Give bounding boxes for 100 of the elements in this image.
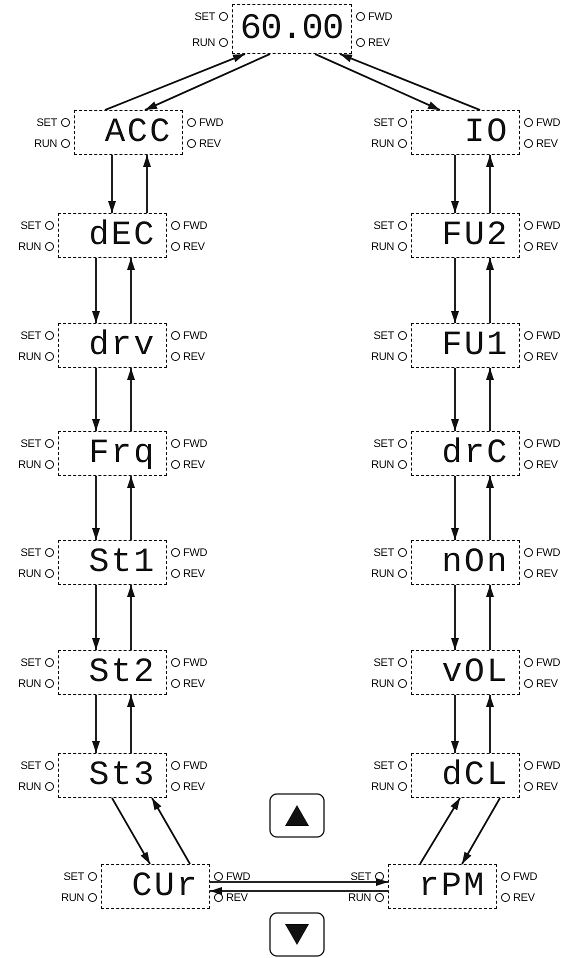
indicator-label: REV (536, 678, 558, 690)
display-box (388, 864, 497, 909)
indicator-label: REV (536, 781, 558, 793)
indicator-label: SET (374, 657, 394, 669)
display-box (411, 323, 520, 368)
display-box (74, 110, 183, 155)
indicator-label: REV (183, 781, 205, 793)
indicator-label: RUN (18, 459, 41, 471)
arrow (210, 887, 388, 895)
indicator-label: SET (374, 220, 394, 232)
arrow (451, 368, 459, 431)
arrow (486, 155, 494, 213)
indicator-label: SET (64, 871, 84, 883)
indicator-label: FWD (513, 871, 538, 883)
display-readout: FU2 (442, 218, 509, 252)
display-box (232, 4, 352, 54)
indicator-label: FWD (536, 220, 560, 232)
indicator-label: SET (374, 760, 394, 772)
arrow (461, 798, 501, 864)
indicator-label: RUN (18, 351, 41, 363)
display-readout: St2 (88, 656, 156, 690)
indicator-label: SET (36, 117, 57, 129)
display-box (58, 753, 167, 798)
indicator-label: SET (20, 438, 41, 450)
indicator-label: RUN (18, 781, 41, 793)
display-readout: CUr (132, 870, 199, 904)
indicator-label: FWD (536, 547, 560, 559)
arrow (486, 695, 494, 753)
indicator-label: FWD (536, 117, 560, 129)
arrow (104, 53, 246, 111)
display-readout: dEC (88, 218, 156, 252)
indicator-label: FWD (368, 11, 392, 23)
arrow (451, 476, 459, 540)
indicator-label: SET (350, 871, 371, 883)
indicator-label: RUN (61, 892, 84, 904)
arrow (486, 368, 494, 431)
display-readout: FU1 (442, 328, 509, 362)
indicator-label: FWD (199, 117, 224, 129)
indicator-label: RUN (192, 37, 215, 49)
indicator-label: REV (226, 892, 248, 904)
indicator-label: FWD (183, 657, 208, 669)
arrow (486, 585, 494, 650)
indicator-label: FWD (536, 330, 560, 342)
arrow (127, 695, 135, 753)
arrow (210, 878, 388, 886)
arrow (92, 476, 100, 540)
arrow (92, 695, 100, 753)
indicator-label: SET (374, 438, 394, 450)
indicator-label: SET (20, 220, 41, 232)
indicator-label: REV (183, 241, 205, 253)
indicator-label: SET (20, 547, 41, 559)
arrow (92, 258, 100, 323)
indicator-label: FWD (183, 220, 208, 232)
indicator-label: RUN (34, 138, 57, 150)
indicator-label: RUN (371, 241, 394, 253)
indicator-label: RUN (18, 241, 41, 253)
arrow (108, 155, 116, 213)
arrow (486, 258, 494, 323)
arrow (314, 53, 440, 111)
indicator-label: RUN (371, 459, 394, 471)
indicator-label: SET (374, 117, 394, 129)
indicator-label: FWD (536, 657, 560, 669)
arrow (127, 585, 135, 650)
indicator-label: REV (536, 241, 558, 253)
indicator-label: FWD (226, 871, 250, 883)
display-box (411, 540, 520, 585)
display-box (101, 864, 210, 909)
arrow (486, 476, 494, 540)
arrow (111, 798, 151, 864)
arrow (92, 585, 100, 650)
arrow (127, 476, 135, 540)
display-readout: IO (464, 116, 509, 150)
indicator-label: REV (368, 37, 390, 49)
indicator-label: REV (183, 678, 205, 690)
display-box (411, 753, 520, 798)
display-box (58, 213, 167, 258)
indicator-label: RUN (348, 892, 371, 904)
indicator-label: RUN (371, 781, 394, 793)
arrow (419, 798, 461, 864)
indicator-label: RUN (371, 351, 394, 363)
display-box (58, 650, 167, 695)
display-readout: drC (442, 436, 509, 470)
indicator-label: FWD (183, 330, 208, 342)
indicator-label: FWD (183, 760, 208, 772)
indicator-label: FWD (536, 438, 560, 450)
indicator-label: REV (513, 892, 535, 904)
indicator-label: FWD (183, 438, 208, 450)
indicator-label: SET (20, 657, 41, 669)
display-readout: rPM (418, 870, 486, 904)
arrow (127, 258, 135, 323)
arrow (144, 53, 270, 111)
display-box (411, 110, 520, 155)
display-readout: vOL (442, 656, 509, 690)
indicator-label: FWD (183, 547, 208, 559)
indicator-label: REV (183, 568, 205, 580)
display-readout: drv (88, 328, 156, 362)
arrow (451, 585, 459, 650)
indicator-label: REV (199, 138, 221, 150)
display-box (58, 323, 167, 368)
display-readout: ACC (104, 116, 172, 150)
